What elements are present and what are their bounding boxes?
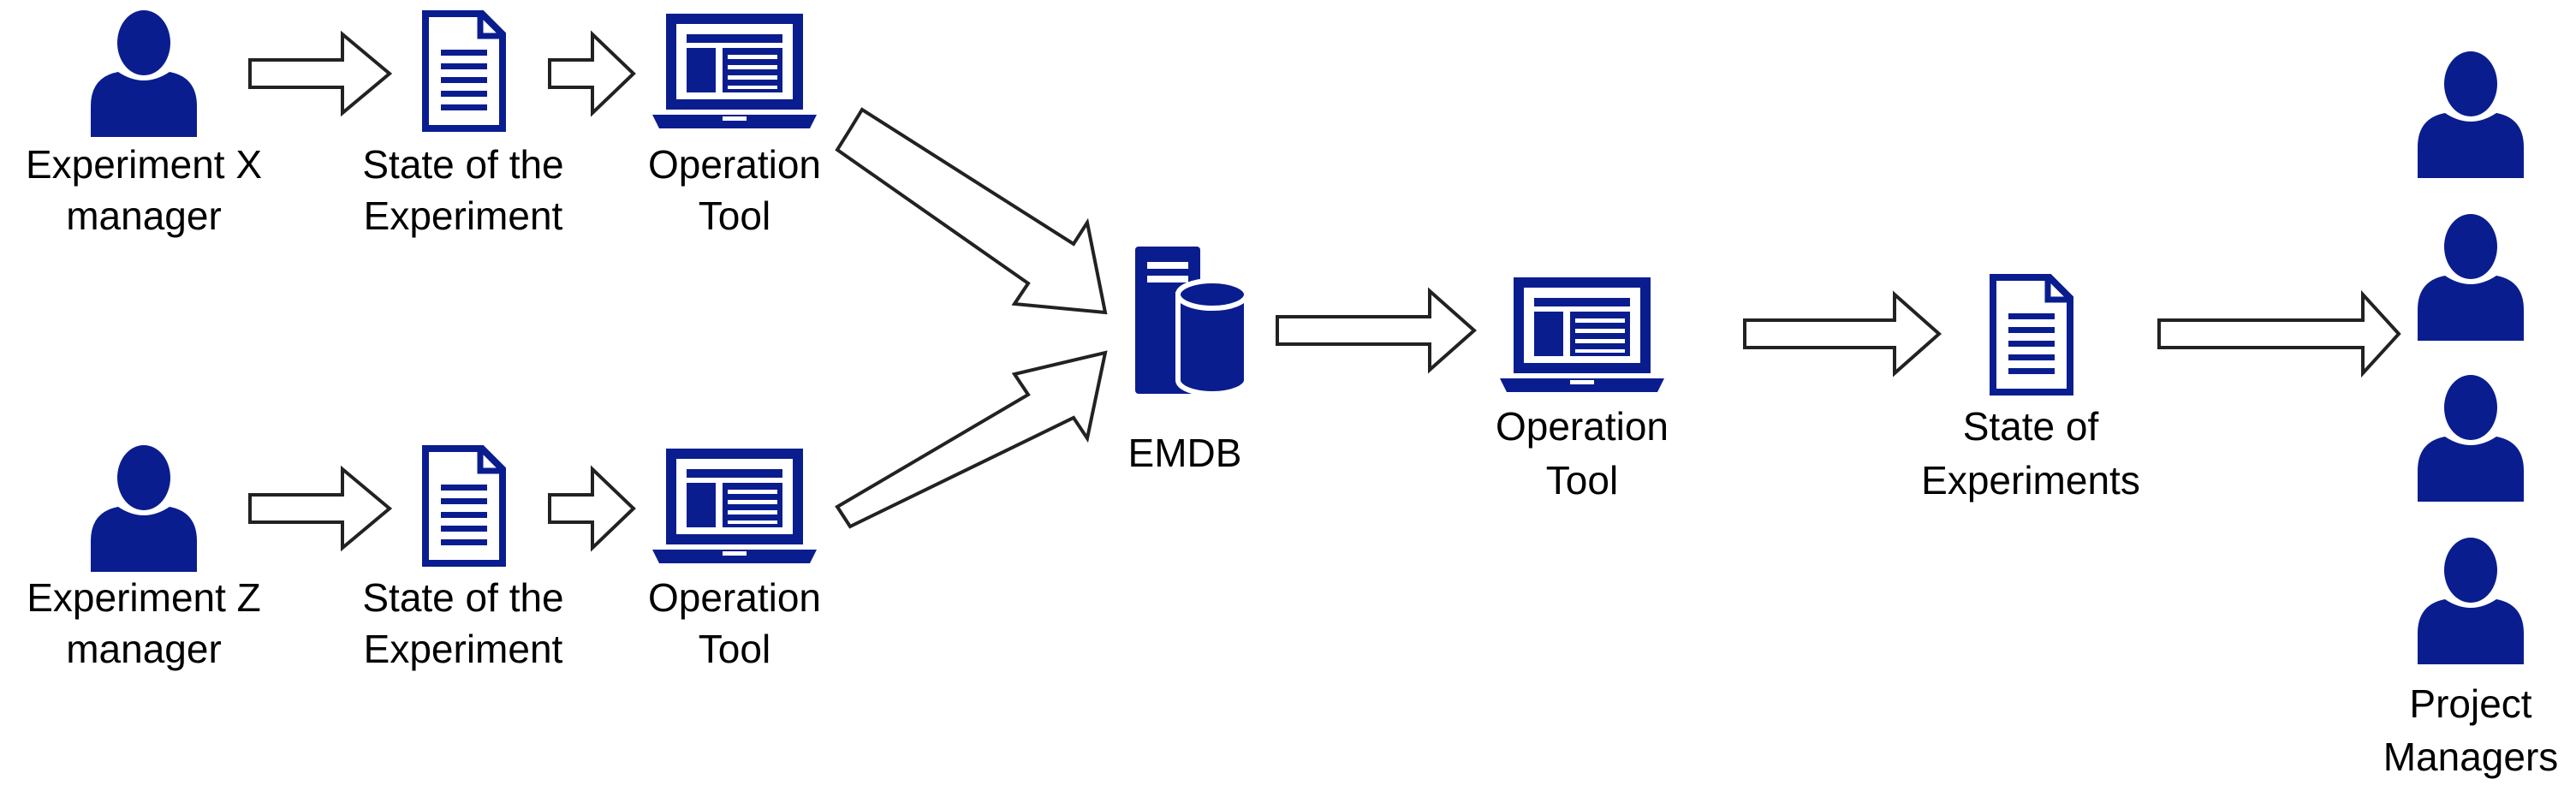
arrow xyxy=(248,30,393,117)
laptop-icon xyxy=(652,449,817,563)
person-icon xyxy=(2418,538,2524,664)
arrow xyxy=(548,30,636,117)
state-bottom-label-line2: Experiment xyxy=(364,627,563,671)
document-icon xyxy=(1993,277,2070,392)
document-icon xyxy=(425,14,503,128)
experiment-z-label-line1: Experiment Z xyxy=(27,575,261,620)
arrow xyxy=(835,350,1108,529)
emdb-label: EMDB xyxy=(1128,431,1242,475)
op-tool-bottom-label-line2: Tool xyxy=(699,627,770,671)
arrow xyxy=(248,465,393,552)
op-tool-top-label-line2: Tool xyxy=(699,193,770,238)
arrow xyxy=(1743,290,1942,378)
person-icon xyxy=(91,445,197,572)
laptop-icon xyxy=(652,14,817,128)
laptop-icon xyxy=(1500,277,1664,392)
database-server-icon xyxy=(1135,247,1246,394)
state-experiments-label-line2: Experiments xyxy=(1921,458,2140,503)
person-icon xyxy=(2418,51,2524,178)
project-managers-label-line2: Managers xyxy=(2383,735,2559,779)
experiment-x-label-line2: manager xyxy=(66,193,222,238)
arrow xyxy=(548,465,636,552)
state-top-label-line2: Experiment xyxy=(364,193,563,238)
op-tool-bottom-label-line1: Operation xyxy=(648,575,821,620)
op-tool-center-label-line2: Tool xyxy=(1546,458,1618,503)
experiment-z-label-line2: manager xyxy=(66,627,222,671)
document-icon xyxy=(425,449,503,563)
arrow xyxy=(2157,289,2401,378)
project-managers-label-line1: Project xyxy=(2409,681,2531,726)
arrow xyxy=(835,107,1108,315)
experiment-x-label-line1: Experiment X xyxy=(26,142,262,187)
state-top-label-line1: State of the xyxy=(362,142,563,187)
state-experiments-label-line1: State of xyxy=(1963,404,2099,449)
person-icon xyxy=(2418,375,2524,502)
person-icon xyxy=(2418,214,2524,341)
op-tool-center-label-line1: Operation xyxy=(1496,404,1669,449)
state-bottom-label-line1: State of the xyxy=(362,575,563,620)
op-tool-top-label-line1: Operation xyxy=(648,142,821,187)
person-icon xyxy=(91,10,197,137)
arrow xyxy=(1276,287,1478,374)
